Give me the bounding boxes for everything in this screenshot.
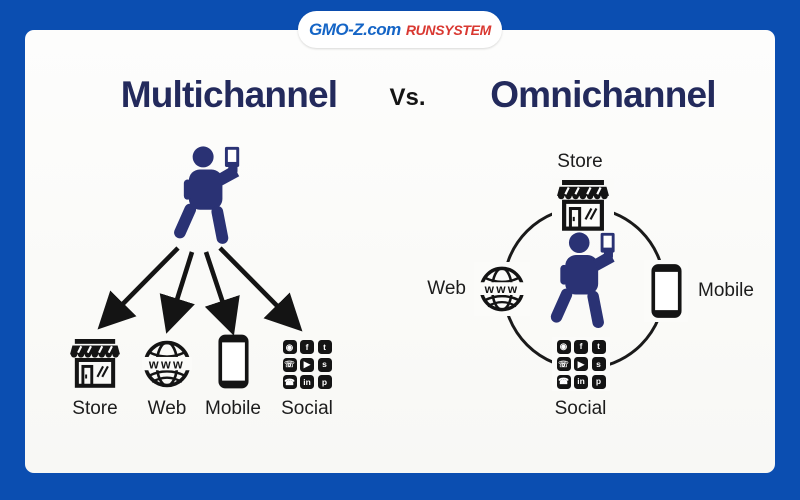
multichannel-arrows bbox=[97, 246, 303, 336]
omni-mobile-label: Mobile bbox=[698, 280, 754, 301]
facebook-icon: f bbox=[574, 339, 588, 354]
globe-www-icon bbox=[142, 339, 192, 389]
social-label: Social bbox=[281, 398, 333, 419]
twitter-icon: t bbox=[317, 340, 332, 354]
mobile-label: Mobile bbox=[205, 398, 261, 419]
logo-product-text: RUNSYSTEM bbox=[405, 21, 492, 38]
multichannel-person-icon bbox=[168, 146, 250, 250]
twitter-icon: t bbox=[591, 339, 606, 354]
whatsapp-icon: ☏ bbox=[556, 357, 571, 371]
youtube-icon: ▶ bbox=[300, 357, 314, 372]
omni-web-icon-box bbox=[474, 262, 530, 316]
smartphone-icon bbox=[651, 263, 682, 319]
storefront-icon bbox=[556, 180, 610, 232]
globe-www-icon bbox=[478, 265, 526, 313]
instagram-icon: ◉ bbox=[282, 340, 297, 354]
snapchat-icon: s bbox=[591, 357, 606, 371]
instagram-icon: ◉ bbox=[556, 339, 571, 354]
phone-icon: ☎ bbox=[556, 374, 571, 389]
linkedin-icon: in bbox=[300, 375, 314, 389]
store-label: Store bbox=[72, 398, 118, 419]
multichannel-social-slot: ◉ f t ☏ ▶ s ☎ in p Social bbox=[272, 333, 342, 420]
phone-icon: ☎ bbox=[282, 375, 297, 389]
logo-badge: GMO-Z.com RUNSYSTEM bbox=[298, 11, 502, 48]
smartphone-icon bbox=[218, 334, 249, 389]
web-label: Web bbox=[147, 398, 187, 419]
multichannel-mobile-slot: Mobile bbox=[198, 333, 268, 420]
youtube-icon: ▶ bbox=[574, 357, 588, 371]
omni-social-icon-box: ◉ f t ☏ ▶ s ☎ in p bbox=[552, 337, 610, 391]
omni-social-label: Social bbox=[554, 398, 607, 419]
multichannel-heading: Multichannel bbox=[120, 74, 338, 115]
storefront-icon bbox=[69, 339, 121, 389]
omni-store-label: Store bbox=[557, 151, 603, 172]
social-icons-grid: ◉ f t ☏ ▶ s ☎ in p bbox=[556, 339, 606, 389]
omnichannel-heading: Omnichannel bbox=[490, 74, 716, 115]
multichannel-web-slot: Web bbox=[132, 333, 202, 420]
snapchat-icon: s bbox=[317, 357, 332, 372]
pinterest-icon: p bbox=[317, 375, 332, 389]
pinterest-icon: p bbox=[591, 374, 606, 389]
linkedin-icon: in bbox=[574, 374, 588, 389]
omni-web-label: Web bbox=[427, 278, 466, 299]
omni-store-icon-box bbox=[552, 178, 614, 234]
multichannel-store-slot: Store bbox=[60, 333, 130, 420]
omni-mobile-icon-box bbox=[644, 260, 688, 322]
vs-separator: Vs. bbox=[389, 84, 426, 111]
omnichannel-person-icon bbox=[545, 232, 625, 334]
social-icons-grid: ◉ f t ☏ ▶ s ☎ in p bbox=[282, 340, 332, 389]
logo-brand-text: GMO-Z.com bbox=[308, 19, 401, 39]
whatsapp-icon: ☏ bbox=[282, 357, 297, 372]
facebook-icon: f bbox=[300, 340, 314, 354]
